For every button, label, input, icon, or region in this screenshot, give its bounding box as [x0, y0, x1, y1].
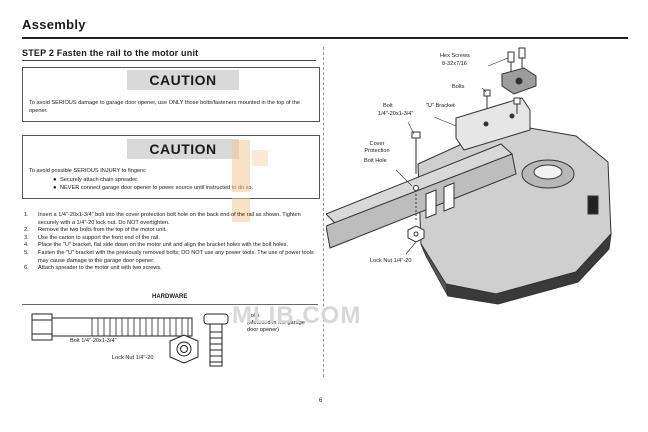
- section-title: Assembly: [22, 17, 86, 32]
- lock-nut-callout: Lock Nut 1/4"-20: [370, 258, 412, 264]
- column-divider: [323, 47, 324, 377]
- step-title: STEP 2 Fasten the rail to the motor unit: [22, 48, 199, 58]
- watermark-block: [232, 198, 250, 222]
- page-number: 6: [319, 398, 323, 404]
- callout-leaders: [395, 57, 509, 255]
- caution-bullets: ●Securely attach chain spreader. ●NEVER …: [53, 176, 313, 192]
- bolt-label: Bolt 1/4"-20x1-3/4": [70, 338, 117, 344]
- instruction-item: 6.Attach spreader to the motor unit with…: [24, 265, 162, 272]
- step-rule: [22, 60, 316, 61]
- motor-unit-icon: [417, 123, 612, 305]
- motor-unit-diagram: [326, 47, 612, 305]
- title-rule: [22, 37, 628, 39]
- watermark-block: [252, 150, 268, 166]
- instruction-item: 4.Place the "U" bracket, flat side down …: [24, 242, 288, 249]
- instruction-item: 1.Insert a 1/4"-20x1-3/4" bolt into the …: [24, 212, 301, 226]
- caution-text: To avoid SERIOUS damage to garage door o…: [29, 100, 300, 114]
- instruction-list: 1.Insert a 1/4"-20x1-3/4" bolt into the …: [22, 212, 318, 273]
- bolt-hole-callout: Bolt Hole: [364, 158, 387, 164]
- caution-heading: CAUTION: [127, 70, 239, 90]
- chain-spreader-icon: [501, 67, 537, 95]
- bolt-long-icon: [31, 313, 193, 341]
- bolts-callout: Bolts: [452, 84, 465, 90]
- cover-protection-callout: Cover Protection: [364, 141, 390, 154]
- hex-screws-callout: Hex Screws: [440, 53, 470, 59]
- instruction-item: 3.Use the carton to support the front en…: [24, 234, 160, 241]
- instruction-item: 5.Fasten the "U" bracket with the previo…: [24, 249, 314, 264]
- bolt-short-icon: [203, 313, 229, 367]
- bolts-label: Bolts: [247, 313, 260, 319]
- hardware-illustration: [31, 313, 229, 367]
- lock-nut-icon: [169, 334, 199, 364]
- bolt-callout: Bolt: [383, 103, 393, 109]
- lock-nut-diagram-icon: [407, 225, 425, 243]
- watermark: MLIB.COM: [232, 302, 362, 329]
- hex-screw-icon: [507, 47, 526, 72]
- rail-bolt-icon: [411, 131, 421, 220]
- u-bracket-callout: "U" Bracket: [426, 103, 455, 109]
- hex-screws-size-callout: 8-32x7/16: [442, 61, 467, 67]
- rail-icon: [326, 143, 517, 249]
- caution-bullet: ●Securely attach chain spreader.: [53, 177, 139, 183]
- bullet-icon: ●: [53, 177, 57, 183]
- caution-intro: To avoid possible SERIOUS INJURY to fing…: [29, 168, 147, 174]
- bolt-size-callout: 1/4"-20x1-3/4": [378, 111, 414, 117]
- u-bracket-icon: [455, 97, 531, 151]
- lock-nut-label: Lock Nut 1/4"-20: [112, 355, 154, 361]
- bolt-icon: [483, 89, 521, 114]
- instruction-item: 2.Remove the two bolts from the top of t…: [24, 227, 167, 234]
- hardware-label: HARDWARE: [152, 294, 188, 300]
- watermark-block: [232, 140, 250, 192]
- bolts-note: (Mounted in the garage door opener): [247, 320, 305, 333]
- caution-box-injury: CAUTION To avoid possible SERIOUS INJURY…: [22, 135, 320, 199]
- caution-bullet: ●NEVER connect garage door opener to pow…: [53, 185, 254, 191]
- bullet-icon: ●: [53, 185, 57, 191]
- caution-box-damage: CAUTION To avoid SERIOUS damage to garag…: [22, 67, 320, 122]
- caution-heading: CAUTION: [127, 139, 239, 159]
- hardware-rule: [22, 304, 318, 305]
